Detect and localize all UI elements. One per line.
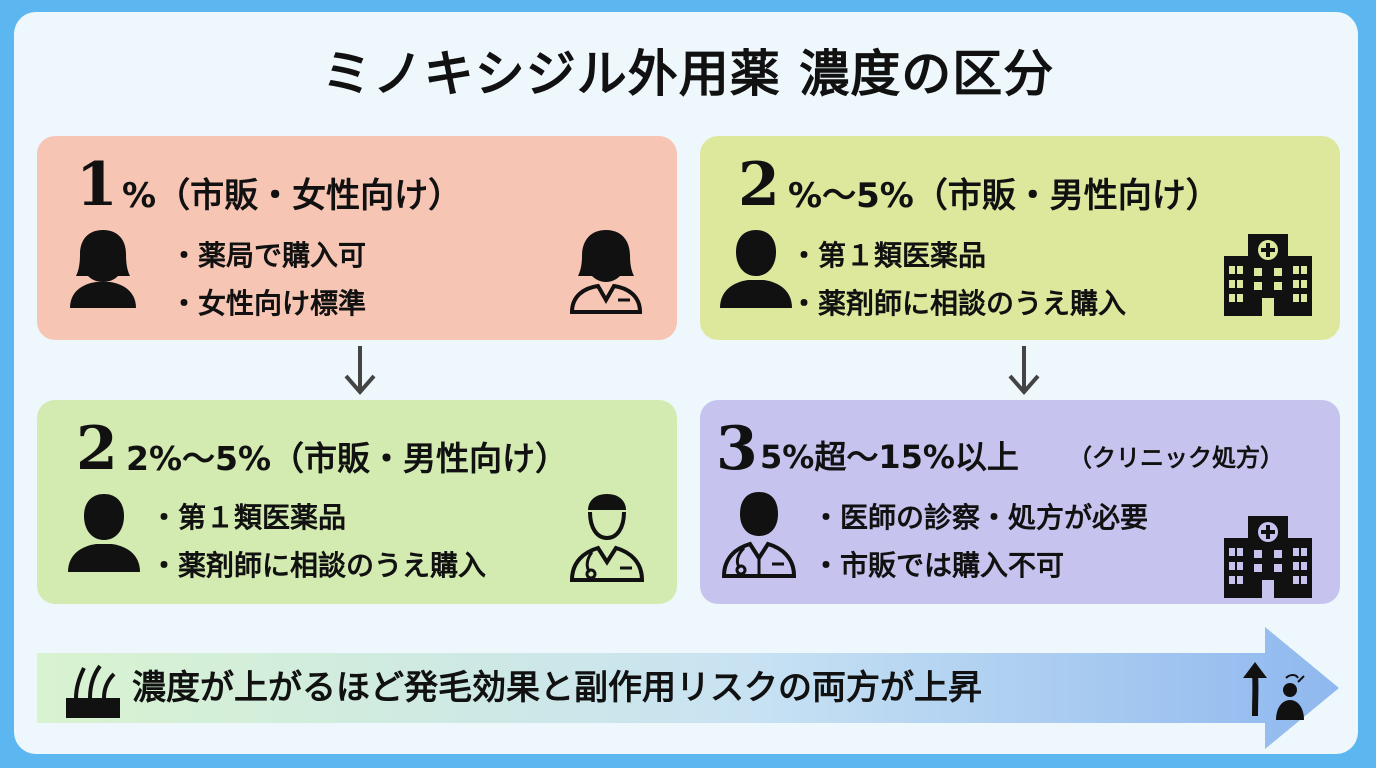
up-arrow-icon <box>1243 662 1267 717</box>
card-2-heading: %〜5%（市販・男性向け） <box>788 176 1220 216</box>
pharmacist-stethoscope-icon <box>569 494 645 582</box>
arrow-down-icon-right <box>1008 346 1040 396</box>
card-1-percent <box>37 136 677 340</box>
card-3-bullet-1: ・第１類医薬品 <box>150 501 347 534</box>
man-silhouette-icon <box>68 494 140 572</box>
card-2-bullet-2: ・薬剤師に相談のうえ購入 <box>790 287 1127 320</box>
card-1-heading: %（市販・女性向け） <box>122 176 463 216</box>
card-2-bullet-1: ・第１類医薬品 <box>790 239 987 272</box>
arrow-down-icon-left <box>344 346 376 396</box>
doctor-icon <box>721 492 797 578</box>
hospital-icon <box>1224 516 1312 598</box>
card-4-bullet-2: ・市販では購入不可 <box>812 549 1065 582</box>
female-pharmacist-icon <box>569 230 643 314</box>
diagram-frame <box>14 12 1358 754</box>
woman-silhouette-icon <box>70 230 136 308</box>
page-title: ミノキシジル外用薬 濃度の区分 <box>321 45 1055 103</box>
card-4-bullet-1: ・医師の診察・処方が必要 <box>812 501 1149 534</box>
card-3-percent <box>37 400 677 604</box>
side-effect-person-icon <box>1276 674 1305 720</box>
hair-follicle-icon <box>66 664 120 718</box>
card-4-heading: 5%超〜15%以上 <box>760 438 1019 476</box>
man-silhouette-icon <box>720 230 792 308</box>
card-3-bullet-2: ・薬剤師に相談のうえ購入 <box>150 549 487 582</box>
banner-text: 濃度が上がるほど発毛効果と副作用リスクの両方が上昇 <box>132 668 982 708</box>
rising-effect-arrow-banner <box>37 627 1339 749</box>
card-2-number: 2 <box>738 150 780 220</box>
card-1-number: 1 <box>76 150 118 220</box>
hospital-icon <box>1224 234 1312 316</box>
card-1-bullet-1: ・薬局で購入可 <box>170 239 367 272</box>
card-4-number: 3 <box>716 414 758 484</box>
card-3-heading: 2%〜5%（市販・男性向け） <box>126 439 569 478</box>
card-4-heading-note: （クリニック処方） <box>1068 444 1284 472</box>
card-1-bullet-2: ・女性向け標準 <box>170 287 367 320</box>
card-3-number: 2 <box>76 414 118 484</box>
